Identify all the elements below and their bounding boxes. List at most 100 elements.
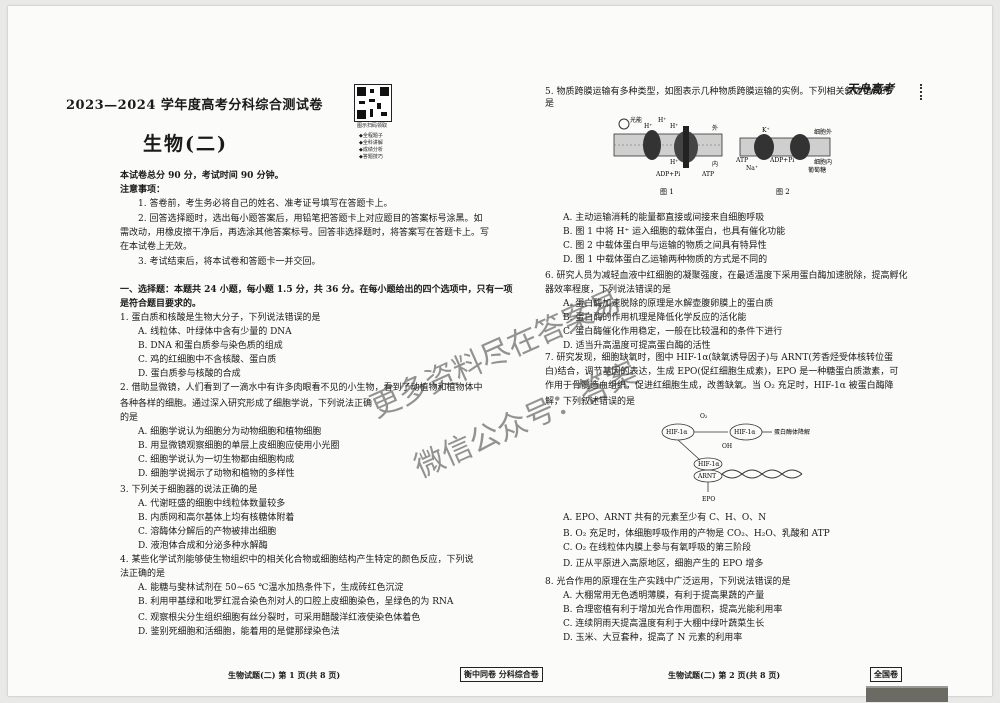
exam-title: 2023—2024 学年度高考分科综合测试卷 [66,98,323,113]
fig1-caption: 图 1 [660,188,674,196]
qr-caption: 图示扫码领取 [356,123,387,129]
text-line: 2. 借助显微镜，人们看到了一滴水中有许多肉眼看不见的小生物，看到了动植物和植物… [120,383,483,393]
fig1-label-h: H⁺ [644,123,652,130]
hif-bound-label: HIF-1α [698,461,719,468]
fig2-caption: 图 2 [776,188,790,196]
transport-figure: 光能 H⁺ H⁺ H⁺ 外 内 ADP+Pi ATP H⁺ 图 1 Na⁺ K⁺… [613,116,832,196]
degradation-label: 蛋白酶体降解 [774,428,810,436]
text-line: C. 细胞学说认为一切生物都由细胞构成 [138,455,295,465]
text-line: C. 鸡的红细胞中不含核酸、蛋白质 [138,355,277,365]
text-line: 8. 光合作用的原理在生产实践中广泛运用，下列说法错误的是 [545,577,791,587]
text-line: 解，下列叙述错误的是 [545,397,636,407]
text-line: C. 图 2 中载体蛋白甲与运输的物质之间具有特异性 [563,241,767,251]
text-line: B. 用显微镜观察细胞的单层上皮细胞应使用小光圈 [138,441,340,451]
text-line: 器效率程度，下列说法错误的是 [545,285,672,295]
text-line: A. 主动运输消耗的能量都直接或间接来自细胞呼吸 [563,213,765,223]
text-line: A. 蛋白酶加速脱除的原理是水解壶腹卵膜上的蛋白质 [563,299,774,309]
text-line: 6. 研究人员为减轻血液中红细胞的凝聚强度，在最适温度下采用蛋白酶加速脱除，提高… [545,271,908,281]
text-line: 7. 研究发现，细胞缺氧时，图中 HIF-1α(缺氧诱导因子)与 ARNT(芳香… [545,353,893,363]
text-line: C. 蛋白酶催化作用稳定，一般在比较温和的条件下进行 [563,327,783,337]
fig2-label-na: Na⁺ [746,165,758,172]
fig1-label-h: H⁺ [658,117,666,124]
fig2-label-k: K⁺ [762,127,770,134]
text-line: B. DNA 和蛋白质参与染色质的组成 [138,341,283,351]
text-line: B. 图 1 中将 H⁺ 运入细胞的载体蛋白，也具有催化功能 [563,227,786,237]
fig1-label-atp: ATP [701,171,714,178]
text-line: 需改动，用橡皮擦干净后，再选涂其他答案标号。回答非选择题时，将答案写在答题卡上。… [120,228,490,238]
footer-page-2: 生物试题(二) 第 2 页(共 8 页) [668,670,781,680]
text-line: 法正确的是 [120,569,166,579]
text-line: 1. 答卷前，考生务必将自己的姓名、准考证号填写在答题卡上。 [138,199,393,209]
text-line: C. 溶酶体分解后的产物被排出细胞 [138,527,277,537]
fig1-label-adp: ADP+Pi [655,171,680,178]
hif-pathway-figure: HIF-1α O₂ HIF-1α OH 蛋白酶体降解 HIF-1α ARNT E… [661,413,810,503]
text-line: 是 [545,99,555,109]
oh-label: OH [722,443,732,450]
text-line: 2. 回答选择题时，选出每小题答案后，用铅笔把答题卡上对应题目的答案标号涂黑。如 [138,214,483,224]
text-line: A. EPO、ARNT 共有的元素至少有 C、H、O、N [563,513,767,523]
qr-feature: ◆全程题子 [359,133,383,139]
footer-page-1: 生物试题(二) 第 1 页(共 8 页) [228,670,341,680]
arnt-label: ARNT [697,473,716,480]
fig2-label-outside: 细胞外 [814,128,832,136]
fig1-label-light: 光能 [630,116,642,124]
text-line: A. 细胞学说认为细胞分为动物细胞和植物细胞 [138,427,322,437]
text-line: D. 鉴别死细胞和活细胞，能着用的是健那绿染色法 [138,627,340,637]
text-line: C. O₂ 在线粒体内膜上参与有氧呼吸的第三阶段 [563,543,752,553]
text-line: A. 大棚常用无色透明薄膜，有利于提高果蔬的产量 [563,591,765,601]
qr-feature: ◆全科讲解 [359,140,383,146]
text-line: 一、选择题：本题共 24 小题，每小题 1.5 分，共 36 分。在每小题给出的… [120,285,513,295]
text-line: B. 合理密植有利于增加光合作用面积，提高光能利用率 [563,605,783,615]
footer-series: 衡中同卷 分科综合卷 [460,667,543,682]
fig1-label-inside: 内 [712,160,718,168]
o2-label: O₂ [700,413,708,420]
fig1-label-h: H⁺ [670,159,678,166]
text-line: A. 线粒体、叶绿体中含有少量的 DNA [138,327,292,337]
text-line: B. O₂ 充足时，体细胞呼吸作用的产物是 CO₂、H₂O、乳酸和 ATP [563,529,830,539]
text-line: B. 内质网和高尔基体上均有核糖体附着 [138,513,295,523]
text-line: D. 细胞学说揭示了动物和植物的多样性 [138,469,295,479]
qr-feature-list: ◆全程题子 ◆全科讲解 ◆成绩分析 ◆答题技巧 [359,133,383,161]
figure-2: Na⁺ K⁺ ATP ADP+Pi 细胞外 细胞内 葡萄糖 图 2 [735,127,832,196]
text-line: B. 利用甲基绿和吡罗红混合染色剂对人的口腔上皮细胞染色，呈绿色的为 RNA [138,597,454,607]
text-line: 的是 [120,413,139,423]
text-line: 在本试卷上无效。 [120,242,193,252]
text-line: C. 观察根尖分生组织细胞有丝分裂时，可采用醋酸洋红液使染色体着色 [138,613,421,623]
fig2-label-adp: ADP+Pi [769,157,794,164]
paper-edge-strip [866,686,948,702]
epo-label: EPO [702,496,715,503]
figure-1: 光能 H⁺ H⁺ H⁺ 外 内 ADP+Pi ATP H⁺ 图 1 [613,116,723,196]
qr-feature: ◆成绩分析 [359,147,383,153]
subject-title: 生物(二) [143,133,228,155]
text-line: 是符合题目要求的。 [120,299,202,309]
text-line: 作用于骨髓造血组织，促进红细胞生成，改善缺氧。当 O₂ 充足时，HIF-1α 被… [545,381,894,391]
hif-label: HIF-1α [666,429,687,436]
text-line: 4. 某些化学试剂能够使生物组织中的相关化合物或细胞结构产生特定的颜色反应，下列… [120,555,474,565]
text-line: A. 能糖与斐林试剂在 50~65 ℃温水加热条件下，生成砖红色沉淀 [138,583,404,593]
text-line: A. 代谢旺盛的细胞中线粒体数量较多 [138,499,286,509]
text-line: C. 连续阴雨天提高温度有利于大棚中绿叶蔬菜生长 [563,619,765,629]
text-line: 注意事项： [120,185,166,195]
fig2-label-inside: 细胞内 [814,158,832,166]
text-line: D. 液泡体合成和分泌多种水解酶 [138,541,268,551]
text-line: 3. 考试结束后，将本试卷和答题卡一并交回。 [138,257,321,267]
qr-code[interactable] [354,84,392,122]
qr-feature: ◆答题技巧 [359,154,383,160]
text-line: D. 正从平原进入高原地区，细胞产生的 EPO 增多 [563,559,764,569]
text-line: D. 图 1 中载体蛋白乙运输两种物质的方式是不同的 [563,255,768,265]
text-line: 白)结合，调节基因的表达，生成 EPO(促红细胞生成素)，EPO 是一种糖蛋白质… [545,367,899,377]
brand-logo: 天舟高考 [846,82,895,96]
text-line: 5. 物质跨膜运输有多种类型，如图表示几种物质跨膜运输的实例。下列相关叙述错误的 [545,87,890,97]
text-line: D. 适当升高温度可提高蛋白酶的活性 [563,341,711,351]
text-line: D. 玉米、大豆套种，提高了 N 元素的利用率 [563,633,743,643]
fig2-label-atp: ATP [735,157,748,164]
binding-marks [920,84,926,100]
text-line: 各种各样的细胞。通过深入研究形成了细胞学说，下列说法正确 [120,399,373,409]
text-line: 1. 蛋白质和核酸是生物大分子，下列说法错误的是 [120,313,321,323]
fig1-label-h: H⁺ [670,123,678,130]
text-line: 本试卷总分 90 分，考试时间 90 分钟。 [120,171,284,181]
text-line: B. 蛋白酶的作用机理是降低化学反应的活化能 [563,313,747,323]
fig2-label-glucose: 葡萄糖 [808,166,826,174]
fig1-label-outside: 外 [712,124,718,132]
footer-region: 全国卷 [870,667,902,682]
